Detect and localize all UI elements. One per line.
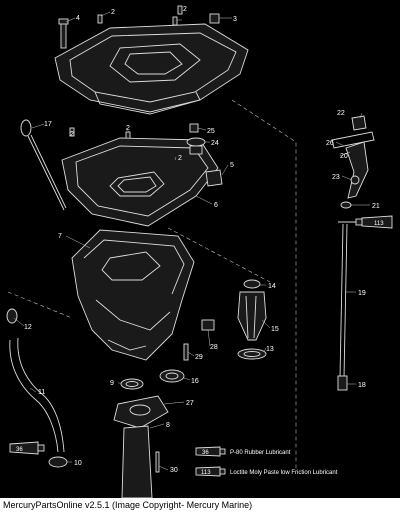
adapter-plate-27 — [113, 395, 169, 429]
callout-2: 2 — [178, 155, 182, 162]
callout-23: 23 — [332, 174, 340, 181]
seal-9 — [120, 378, 144, 390]
washer-24 — [186, 137, 206, 155]
callout-4: 4 — [76, 15, 80, 22]
callout-26: 26 — [326, 140, 334, 147]
callout-10: 10 — [74, 460, 82, 467]
callout-16: 16 — [191, 378, 199, 385]
oil-pickup-14-15-13 — [237, 279, 267, 360]
guide-line-right — [231, 99, 297, 470]
leader-lines — [13, 11, 370, 471]
legend-item-113: 113 Loctite Moly Paste low Friction Lubr… — [195, 466, 338, 477]
dipstick-17 — [20, 119, 67, 211]
nut-3 — [209, 13, 220, 24]
callout-2: 2 — [70, 131, 74, 138]
image-caption: MercuryPartsOnline v2.5.1 (Image Copyrig… — [3, 500, 253, 510]
tube-label-113: 113 — [374, 221, 384, 227]
guide-line-mid — [167, 227, 271, 283]
callout-9: 9 — [110, 380, 114, 387]
top-cover-plate — [54, 23, 249, 115]
callout-25: 25 — [207, 128, 215, 135]
callout-3: 3 — [233, 16, 237, 23]
oil-pan-7 — [71, 229, 195, 361]
tube-label-36: 36 — [16, 447, 23, 453]
exploded-parts-diagram: 11 3 — [0, 0, 400, 498]
legend-code-113: 113 — [201, 470, 211, 476]
diagram-canvas: 11 3 — [6, 5, 393, 498]
callout-12: 12 — [24, 324, 32, 331]
legend-item-36: 36 P-80 Rubber Lubricant — [195, 446, 291, 457]
plug-28 — [201, 319, 215, 331]
callout-labels: 4 2 2 3 22 17 2 2 25 24 26 20 5 2 6 23 2… — [24, 6, 380, 474]
callout-2: 2 — [126, 125, 130, 132]
callout-21: 21 — [372, 203, 380, 210]
bolt-29 — [183, 343, 189, 361]
callout-7: 7 — [58, 233, 62, 240]
tube-end-18 — [337, 375, 348, 391]
callout-19: 19 — [358, 290, 366, 297]
legend-text-36: P-80 Rubber Lubricant — [230, 450, 291, 456]
callout-22: 22 — [337, 110, 345, 117]
callout-8: 8 — [166, 422, 170, 429]
fitting-12 — [6, 308, 18, 324]
cap-25 — [189, 123, 199, 133]
seal-16 — [159, 369, 185, 383]
callout-28: 28 — [210, 344, 218, 351]
callout-29: 29 — [195, 354, 203, 361]
callout-13: 13 — [266, 346, 274, 353]
callout-27: 27 — [186, 400, 194, 407]
callout-17: 17 — [44, 121, 52, 128]
legend: 36 P-80 Rubber Lubricant 113 Loctite Mol… — [195, 446, 338, 477]
callout-20: 20 — [340, 153, 348, 160]
callout-6: 6 — [214, 202, 218, 209]
mount-5 — [205, 169, 223, 187]
callout-14: 14 — [268, 283, 276, 290]
legend-text-113: Loctite Moly Paste low Friction Lubrican… — [230, 470, 338, 476]
callout-5: 5 — [230, 162, 234, 169]
driveshaft-housing-8 — [121, 425, 153, 498]
legend-code-36: 36 — [202, 450, 209, 456]
hose-11 — [9, 337, 65, 453]
callout-30: 30 — [170, 467, 178, 474]
guide-line-left — [7, 291, 73, 319]
screw-4 — [58, 18, 69, 49]
callout-15: 15 — [271, 326, 279, 333]
callout-2: 2 — [183, 6, 187, 13]
callout-18: 18 — [358, 382, 366, 389]
dipstick-tube-bracket — [331, 115, 375, 223]
stud-30 — [155, 451, 160, 473]
callout-11: 11 — [38, 389, 45, 396]
lubricant-tube-icon-right: 113 — [355, 215, 393, 229]
clamp-10 — [48, 456, 68, 468]
callout-24: 24 — [211, 140, 219, 147]
lubricant-tube-icon-left: 36 — [9, 441, 45, 455]
callout-2: 2 — [111, 9, 115, 16]
dipstick-tube-19 — [339, 223, 348, 379]
